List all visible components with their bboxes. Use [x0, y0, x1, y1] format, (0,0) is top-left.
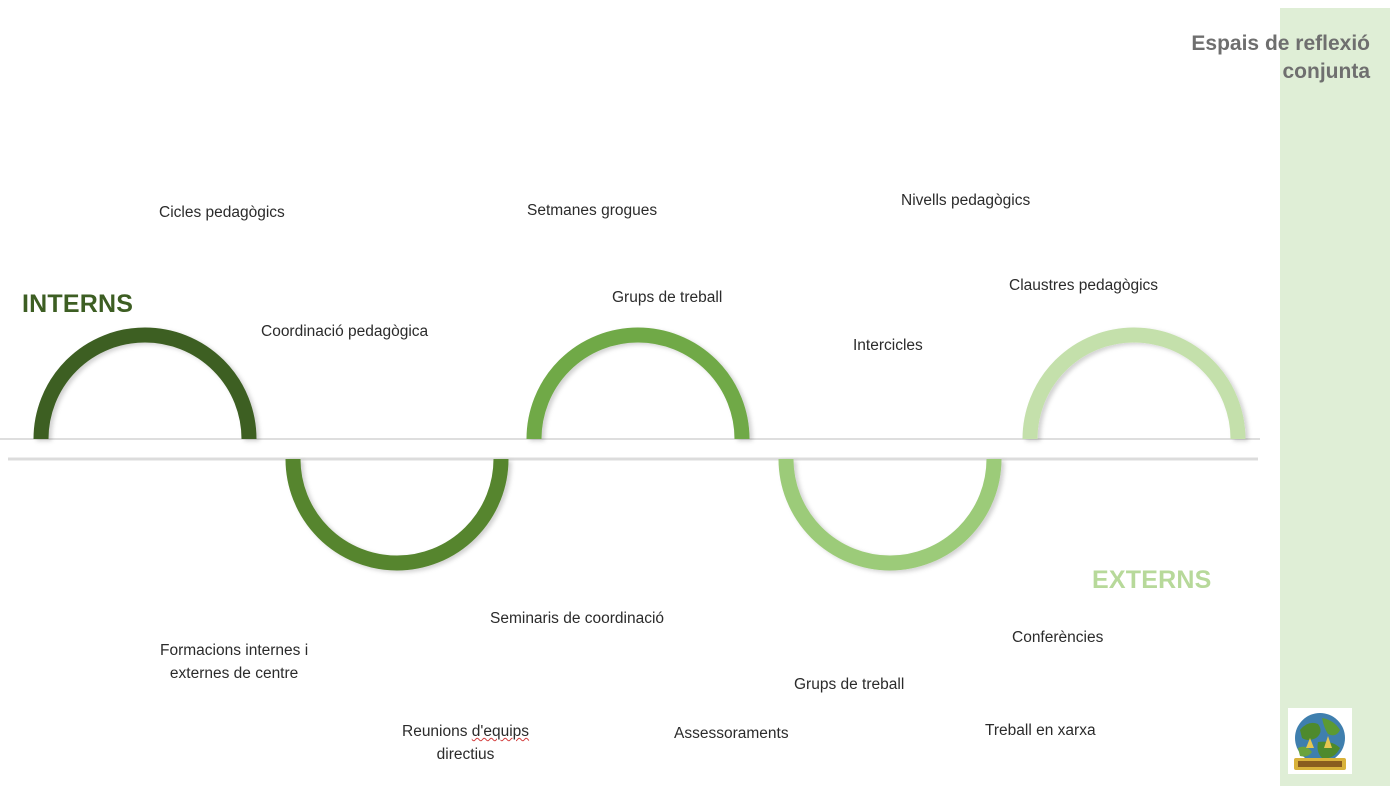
label-grups-bottom: Grups de treball [794, 676, 905, 693]
label-claustres: Claustres pedagògics [1009, 277, 1159, 294]
arc-mid-3 [526, 327, 750, 440]
label-seminaris: Seminaris de coordinació [490, 610, 665, 627]
label-cicles: Cicles pedagògics [159, 204, 285, 221]
label-conferencies: Conferències [1012, 629, 1104, 646]
arc-bridge-4 [778, 458, 1002, 571]
externs-heading: EXTERNS [1092, 566, 1212, 594]
label-intercicles: Intercicles [853, 337, 923, 354]
label-reunions-line2: directius [436, 746, 495, 763]
arc-bridge-2 [285, 458, 509, 571]
arc-interns-1 [33, 327, 257, 440]
label-setmanes: Setmanes grogues [527, 202, 658, 219]
label-reunions-word2: d'equips [471, 723, 530, 740]
label-reunions-word1: Reunions [402, 723, 472, 740]
interns-heading: INTERNS [22, 290, 134, 318]
label-coordinacio: Coordinació pedagògica [261, 323, 429, 340]
page-title: Espais de reflexió conjunta [1030, 30, 1370, 86]
arc-externs-5 [1022, 327, 1246, 440]
sidebar-panel [1280, 8, 1390, 786]
label-xarxa: Treball en xarxa [985, 722, 1096, 739]
title-line-2: conjunta [1282, 60, 1371, 83]
label-assessoraments: Assessoraments [674, 725, 789, 742]
school-globe-logo [1288, 708, 1352, 774]
label-reunions: Reunions d'equips directius [402, 720, 529, 766]
title-line-1: Espais de reflexió [1191, 32, 1370, 55]
label-formacions-line1: Formacions internes i [160, 642, 309, 659]
label-formacions: Formacions internes i externes de centre [160, 639, 308, 685]
label-nivells: Nivells pedagògics [901, 192, 1031, 209]
label-reunions-line1: Reunions d'equips [402, 720, 529, 743]
label-grups-top: Grups de treball [612, 289, 723, 306]
label-formacions-line2: externes de centre [169, 665, 299, 682]
